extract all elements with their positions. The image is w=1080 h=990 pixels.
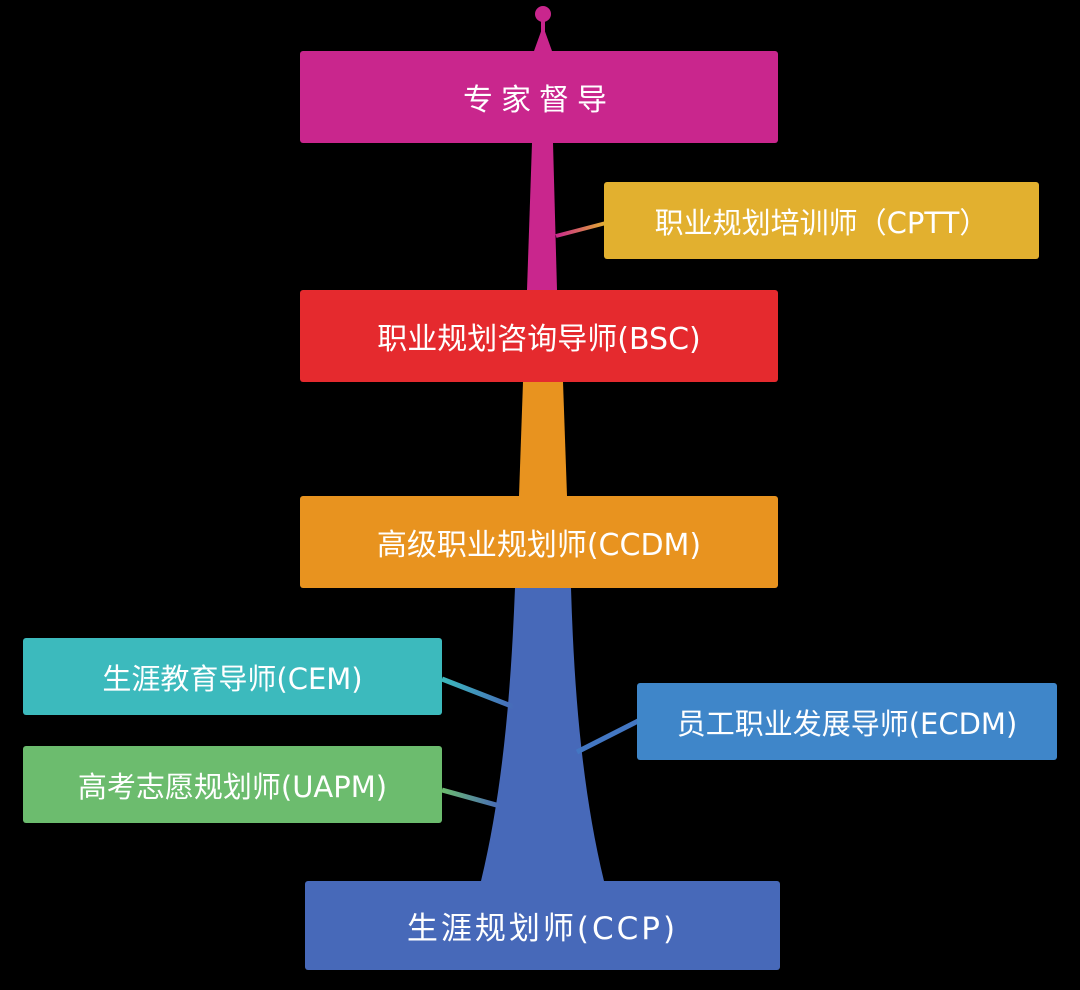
node-bsc: 职业规划咨询导师(BSC) (300, 290, 778, 382)
branch-cem (441, 676, 515, 710)
branch-cptt (555, 221, 607, 238)
node-ccdm: 高级职业规划师(CCDM) (300, 496, 778, 588)
node-cptt: 职业规划培训师（CPTT） (604, 182, 1039, 259)
node-ccdm-label: 高级职业规划师(CCDM) (376, 528, 702, 563)
top-stem (541, 18, 545, 32)
node-bsc-label: 职业规划咨询导师(BSC) (377, 322, 701, 357)
top-dot (535, 6, 551, 22)
node-uapm-label: 高考志愿规划师(UAPM) (77, 769, 388, 804)
branch-ecdm (575, 717, 642, 755)
top-spire (534, 26, 552, 51)
node-ccp: 生涯规划师(CCP) (305, 881, 780, 970)
node-cem: 生涯教育导师(CEM) (23, 638, 442, 715)
node-uapm: 高考志愿规划师(UAPM) (23, 746, 442, 823)
trunk-segment-orange (519, 382, 567, 496)
node-expert-label: 专家督导 (463, 83, 615, 118)
node-ccp-label: 生涯规划师(CCP) (406, 911, 679, 947)
branch-uapm (441, 787, 501, 809)
trunk-segment-blue (481, 588, 604, 881)
node-expert-supervision: 专家督导 (300, 51, 778, 143)
node-ecdm: 员工职业发展导师(ECDM) (637, 683, 1057, 760)
node-ecdm-label: 员工职业发展导师(ECDM) (676, 706, 1018, 741)
node-cptt-label: 职业规划培训师（CPTT） (654, 205, 989, 240)
node-cem-label: 生涯教育导师(CEM) (102, 661, 363, 696)
trunk-segment-magenta (527, 143, 557, 290)
